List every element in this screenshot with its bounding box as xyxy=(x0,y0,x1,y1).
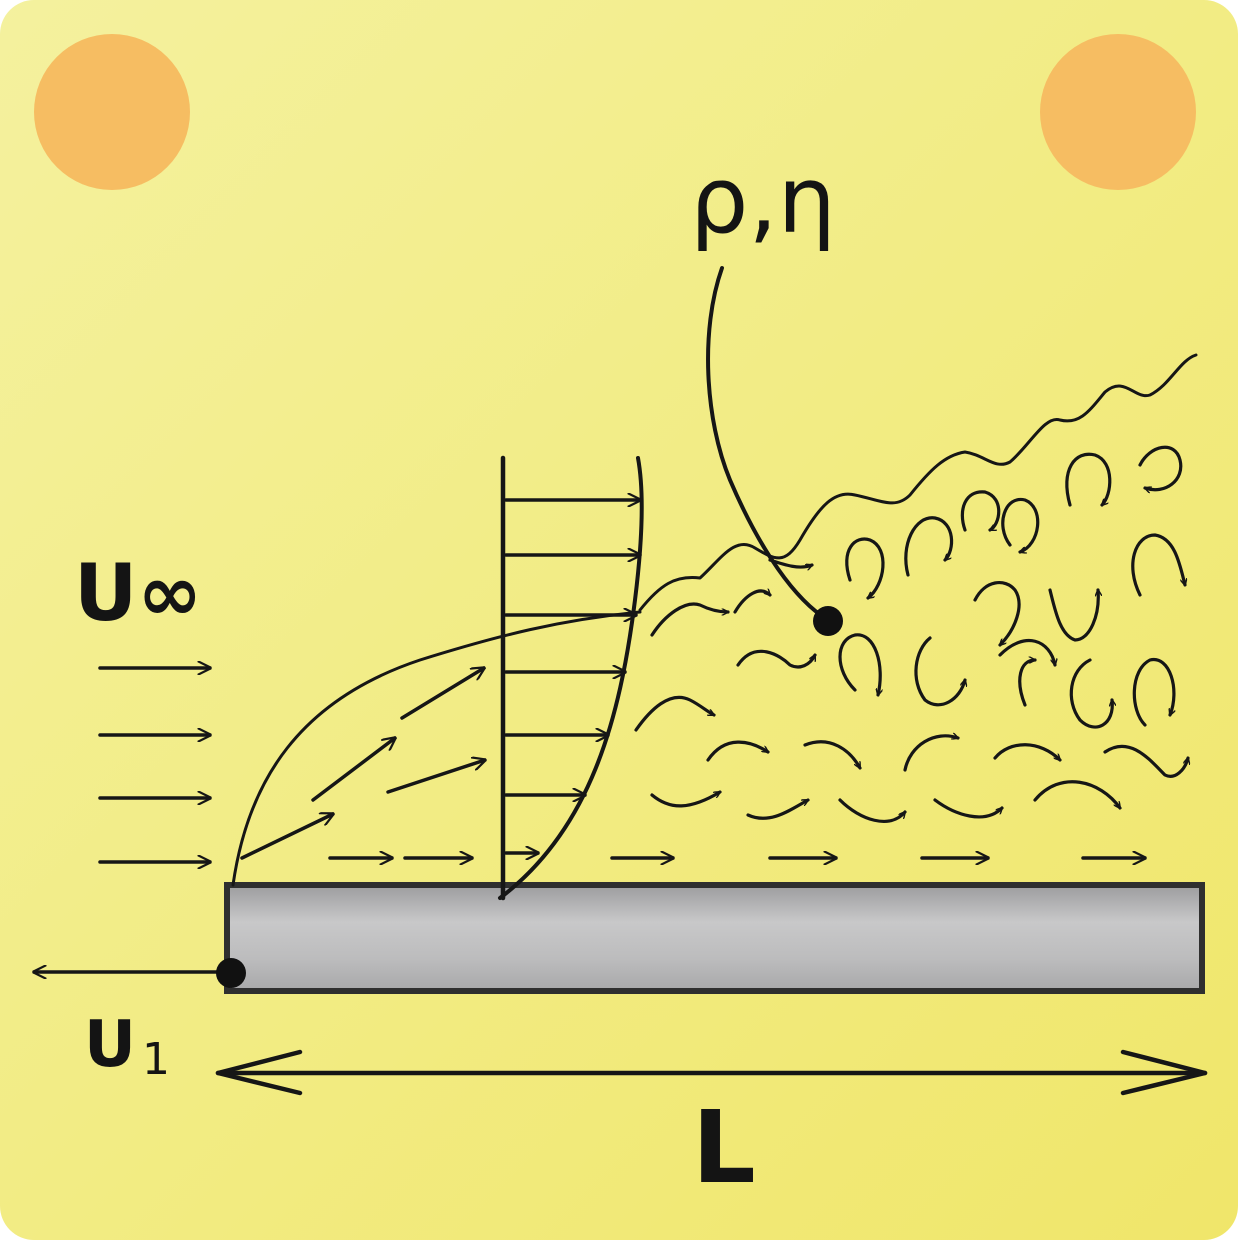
freestream-arrows xyxy=(98,668,212,862)
density-viscosity-label: ρ,η xyxy=(690,147,836,254)
turbulent-vortices xyxy=(838,445,1185,729)
laminar-boundary-edge xyxy=(231,610,642,887)
velocity-profile xyxy=(498,455,644,901)
turbulent-boundary-edge xyxy=(638,353,1198,612)
pin-right xyxy=(1040,34,1196,190)
velocity-profile-arrows xyxy=(504,500,642,853)
flat-plate xyxy=(224,882,1205,994)
freestream-velocity-label: U∞ xyxy=(74,549,202,639)
property-point-dot xyxy=(813,606,843,636)
length-label: L xyxy=(692,1089,756,1206)
plate-leading-edge-dot xyxy=(216,958,246,988)
pin-left xyxy=(34,34,190,190)
property-pointer-line xyxy=(706,266,830,622)
laminar-arrows xyxy=(240,668,485,858)
turbulent-eddy-arrows xyxy=(634,558,1188,823)
length-dimension-arrow xyxy=(215,1049,1208,1096)
